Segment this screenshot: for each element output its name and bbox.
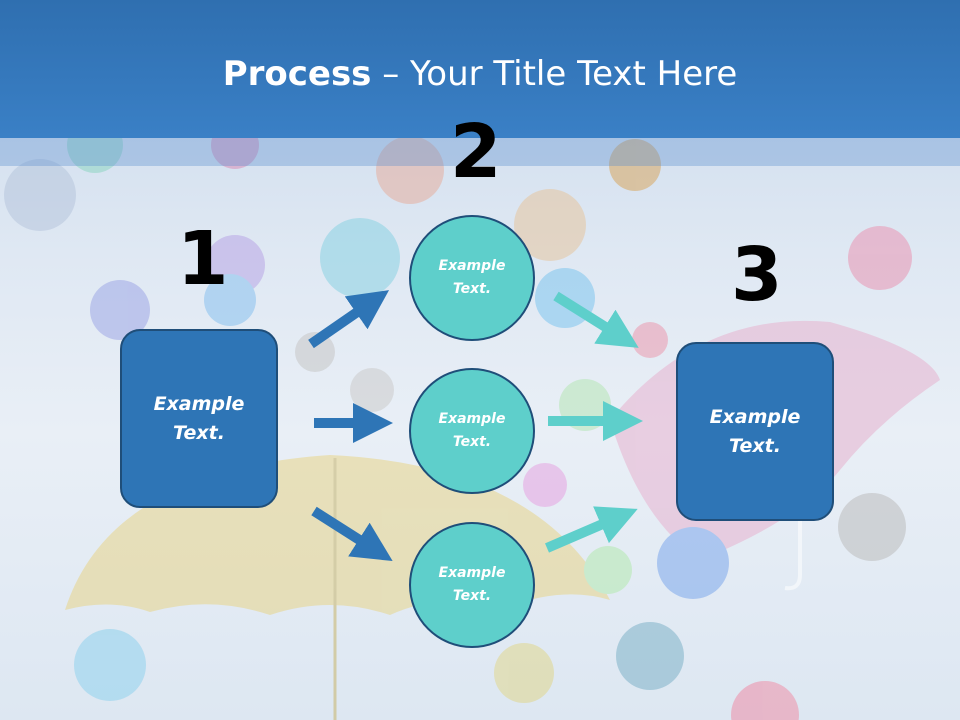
step-3-box: Example Text.	[676, 342, 834, 521]
title-bar	[0, 0, 960, 138]
step-3-box-text: Example Text.	[709, 405, 801, 457]
step-2-circle-middle-text: Example Text.	[438, 411, 506, 450]
arrow-box1-to-circle-top	[308, 290, 390, 349]
step-2-circle-bottom: Example Text.	[409, 522, 535, 648]
step-1-box-text: Example Text.	[153, 392, 245, 444]
arrow-circle-top-to-box3	[553, 291, 639, 348]
step-2-circle-bottom-text: Example Text.	[438, 565, 506, 604]
arrow-circle-bottom-to-box3	[545, 506, 638, 553]
slide-title-rest: – Your Title Text Here	[371, 54, 738, 94]
slide-title-bold: Process	[222, 54, 372, 94]
step-number-3: 3	[731, 232, 783, 318]
step-number-1: 1	[177, 216, 229, 302]
step-1-box: Example Text.	[120, 329, 278, 508]
step-2-circle-middle: Example Text.	[409, 368, 535, 494]
slide-title: Process – Your Title Text Here	[0, 52, 960, 96]
step-2-circle-top: Example Text.	[409, 215, 535, 341]
arrow-box1-to-circle-bottom	[311, 506, 393, 562]
step-number-2: 2	[450, 109, 502, 195]
step-2-circle-top-text: Example Text.	[438, 258, 506, 297]
title-band	[0, 138, 960, 166]
